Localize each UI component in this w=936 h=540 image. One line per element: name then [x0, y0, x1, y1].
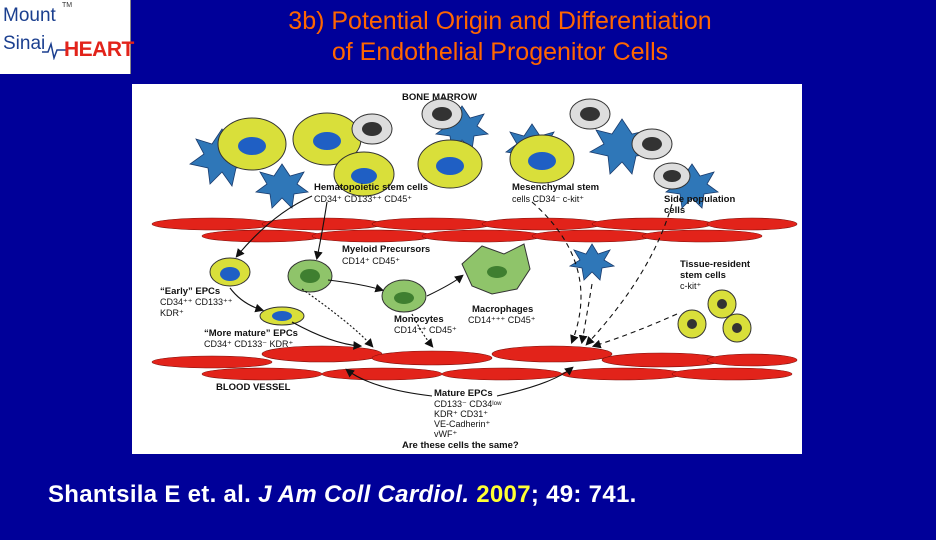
label-hsc-markers: CD34⁺ CD133⁺⁺ CD45⁺ [314, 194, 412, 204]
star-cell [568, 243, 616, 281]
upper-endothelial-layer [151, 217, 798, 243]
label-mature-epcs: Mature EPCs [434, 388, 493, 399]
label-macrophages-markers: CD14⁺⁺⁺ CD45⁺ [468, 315, 536, 325]
hsc-nucleus [436, 157, 464, 175]
myeloid-nucleus [300, 269, 320, 283]
hematopoietic-stem-cells [217, 112, 575, 197]
label-more-mature-epcs: “More mature” EPCs [204, 328, 298, 339]
label-myeloid: Myeloid Precursors [342, 244, 430, 255]
hsc-nucleus [351, 168, 377, 184]
label-tissue-resident-2: stem cells [680, 270, 726, 281]
label-myeloid-markers: CD14⁺ CD45⁺ [342, 256, 400, 266]
label-monocytes: Monocytes [394, 314, 444, 325]
label-hsc: Hematopoietic stem cells [314, 182, 428, 193]
label-question: Are these cells the same? [402, 440, 519, 451]
label-side-population: Side population [664, 194, 735, 205]
label-mature-epcs-l1: CD133⁻ CD34ˡᵒʷ [434, 399, 502, 409]
slide-title: 3b) Potential Origin and Differentiation… [140, 6, 860, 68]
slide-title-line2: of Endothelial Progenitor Cells [331, 38, 669, 66]
star-cell [254, 163, 310, 209]
label-msc: Mesenchymal stem [512, 182, 599, 193]
label-more-mature-markers: CD34⁺ CD133⁻ KDR⁺ [204, 339, 294, 349]
slide-title-line1: 3b) Potential Origin and Differentiation [288, 7, 712, 35]
citation-year: 2007 [476, 481, 531, 508]
logo-line-mount: Mount [3, 5, 56, 26]
label-early-epcs: “Early” EPCs [160, 286, 220, 297]
tissue-resident-stem-cells [677, 289, 752, 343]
dashed-migration-arrows [531, 201, 678, 349]
mount-sinai-heart-logo: Mount Sinai HEART TM [0, 0, 134, 74]
epc-diagram-figure: BONE MARROW Hematopoietic ste [132, 84, 802, 454]
label-mature-epcs-l3: VE-Cadherin⁺ [434, 419, 491, 429]
label-monocytes-markers: CD14⁺⁺ CD45⁺ [394, 325, 457, 335]
epc-diagram: BONE MARROW Hematopoietic ste [151, 92, 798, 451]
blood-vessel-layer [151, 345, 798, 381]
label-tissue-resident-3: c-kit⁺ [680, 281, 701, 291]
label-mature-epcs-l2: KDR⁺ CD31⁺ [434, 409, 488, 419]
citation-authors: Shantsila E et. al. [48, 481, 259, 508]
citation-rest: ; 49: 741. [530, 481, 637, 508]
label-early-markers-2: KDR⁺ [160, 308, 184, 318]
side-population-cells [351, 98, 691, 190]
citation-journal: J Am Coll Cardiol. [258, 481, 470, 508]
hsc-nucleus [528, 152, 556, 170]
logo-trademark: TM [62, 2, 73, 9]
label-early-markers: CD34⁺⁺ CD133⁺⁺ [160, 297, 233, 307]
label-blood-vessel: BLOOD VESSEL [216, 382, 291, 393]
logo-line-sinai: Sinai [3, 33, 46, 54]
label-tissue-resident: Tissue-resident [680, 259, 751, 270]
label-macrophages: Macrophages [472, 304, 533, 315]
label-side-population-2: cells [664, 205, 685, 216]
label-msc-markers: cells CD34⁻ c-kit⁺ [512, 194, 584, 204]
hsc-nucleus [313, 132, 341, 150]
citation: Shantsila E et. al. J Am Coll Cardiol. 2… [48, 481, 637, 509]
logo-heart-word: HEART [64, 38, 134, 61]
heartbeat-icon [42, 41, 66, 60]
differentiation-arrows [229, 195, 574, 397]
label-mature-epcs-l4: vWF⁺ [434, 429, 457, 439]
label-bone-marrow: BONE MARROW [402, 92, 477, 103]
hsc-nucleus [238, 137, 266, 155]
